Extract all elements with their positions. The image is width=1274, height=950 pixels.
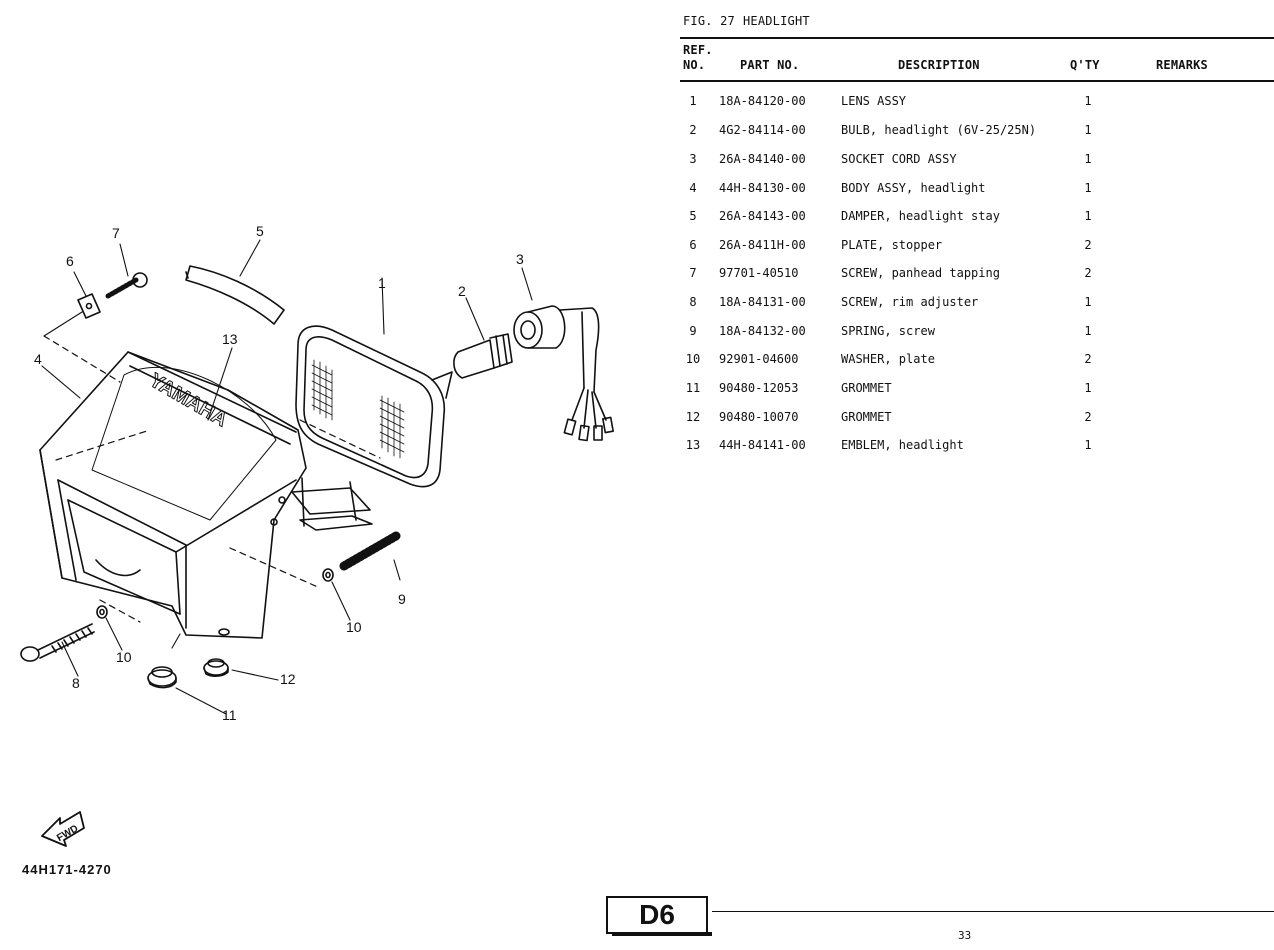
callout-8: 8 xyxy=(72,675,80,691)
callout-9: 9 xyxy=(398,591,406,607)
figure-number: FIG. 27 xyxy=(683,14,735,28)
table-top-rule xyxy=(680,37,1274,39)
page-number: 33 xyxy=(958,929,972,942)
header-description: DESCRIPTION xyxy=(898,58,980,72)
phantom-lines xyxy=(43,335,381,623)
header-ref-no: REF. NO. xyxy=(683,43,713,72)
stopper-plate-part xyxy=(77,293,101,319)
callout-1: 1 xyxy=(378,275,386,291)
callout-10b: 10 xyxy=(116,649,132,665)
section-code-box: D6 xyxy=(606,896,712,936)
rim-adjuster-screw-part xyxy=(20,623,95,662)
headlight-stay-bracket xyxy=(291,477,373,531)
header-remarks: REMARKS xyxy=(1156,58,1208,72)
lens-assy-part xyxy=(295,325,453,488)
header-qty: Q'TY xyxy=(1070,58,1100,72)
callout-13: 13 xyxy=(222,331,238,347)
header-part-no: PART NO. xyxy=(740,58,800,72)
callout-4: 4 xyxy=(34,351,42,367)
callout-3: 3 xyxy=(516,251,524,267)
bulb-part xyxy=(453,333,513,379)
socket-cord-part xyxy=(513,305,614,442)
callout-12: 12 xyxy=(280,671,296,687)
emblem-part: YAMAHA xyxy=(145,369,231,432)
svg-text:YAMAHA: YAMAHA xyxy=(146,369,231,431)
figure-name: HEADLIGHT xyxy=(742,14,810,28)
svg-text:FWD: FWD xyxy=(55,823,80,844)
header-bottom-rule xyxy=(680,80,1274,82)
callout-labels: 1 2 3 4 5 6 7 8 9 10 10 11 12 13 xyxy=(34,223,524,723)
footer-rule xyxy=(712,911,1274,912)
grommet-part xyxy=(147,658,229,689)
headlight-body-part xyxy=(39,351,307,639)
callout-2: 2 xyxy=(458,283,466,299)
tapping-screw-part xyxy=(105,272,148,299)
washer-part xyxy=(96,568,334,619)
damper-part xyxy=(185,265,285,325)
forward-arrow-icon: FWD xyxy=(41,811,85,847)
drawing-number: 44H171-4270 xyxy=(22,862,112,877)
callout-11: 11 xyxy=(222,707,237,723)
callout-10a: 10 xyxy=(346,619,362,635)
spring-part xyxy=(339,531,401,571)
figure-title: FIG. 27 HEADLIGHT xyxy=(683,14,818,28)
exploded-parts-diagram: YAMAHA xyxy=(20,223,614,847)
leader-lines xyxy=(41,239,533,715)
callout-5: 5 xyxy=(256,223,264,239)
callout-6: 6 xyxy=(66,253,74,269)
callout-7: 7 xyxy=(112,225,120,241)
